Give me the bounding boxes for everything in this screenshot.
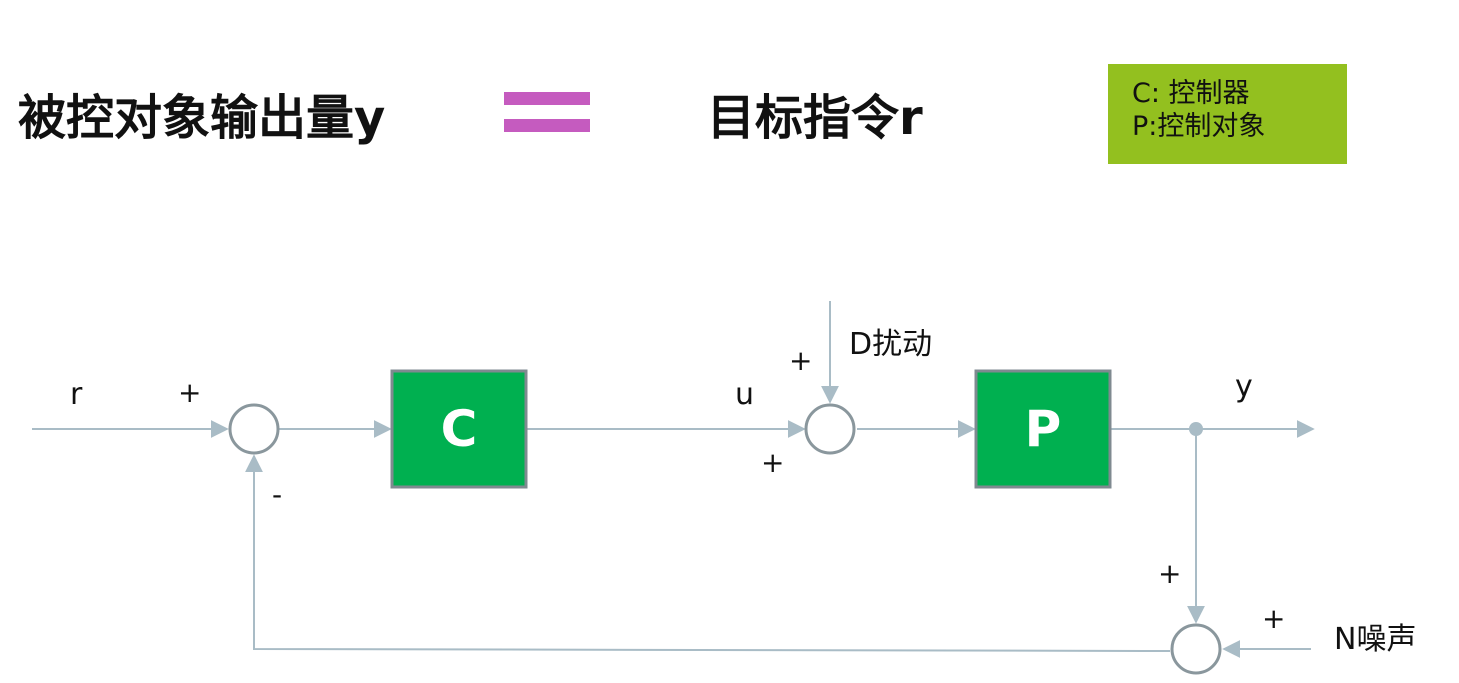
output-signal-label: y <box>1235 369 1253 404</box>
summing-junction-noise <box>1170 623 1222 675</box>
branch-point <box>1189 422 1203 436</box>
controller-label: C <box>441 400 478 458</box>
sum2-top-plus-sign: + <box>789 344 812 377</box>
noise-label: N噪声 <box>1334 622 1416 657</box>
summing-junction-error <box>228 403 280 455</box>
equals-bar-bottom <box>504 119 590 132</box>
plant-label: P <box>1025 400 1062 458</box>
sum1-minus-sign: - <box>272 478 282 511</box>
faded-watermark <box>28 672 218 683</box>
feedback-arrow <box>245 454 1171 652</box>
plant-output-heading: 被控对象输出量y <box>18 90 386 146</box>
legend-box: C: 控制器 P:控制对象 <box>1108 64 1347 164</box>
summing-junction-disturbance <box>804 403 856 455</box>
control-signal-label: u <box>735 377 754 412</box>
reference-signal-label: r <box>70 377 83 412</box>
equals-sign <box>504 92 590 132</box>
sum3-top-plus-sign: + <box>1158 557 1181 590</box>
equals-bar-top <box>504 92 590 105</box>
sum3-right-plus-sign: + <box>1262 602 1285 635</box>
target-command-heading: 目标指令r <box>707 90 923 146</box>
plant-block <box>974 369 1112 489</box>
legend-controller: C: 控制器 <box>1132 78 1250 109</box>
sum1-plus-sign: + <box>178 376 201 409</box>
legend-plant: P:控制对象 <box>1132 111 1266 142</box>
controller-block <box>390 369 528 489</box>
disturbance-label: D扰动 <box>849 327 932 362</box>
sum2-bottom-plus-sign: + <box>761 446 784 479</box>
